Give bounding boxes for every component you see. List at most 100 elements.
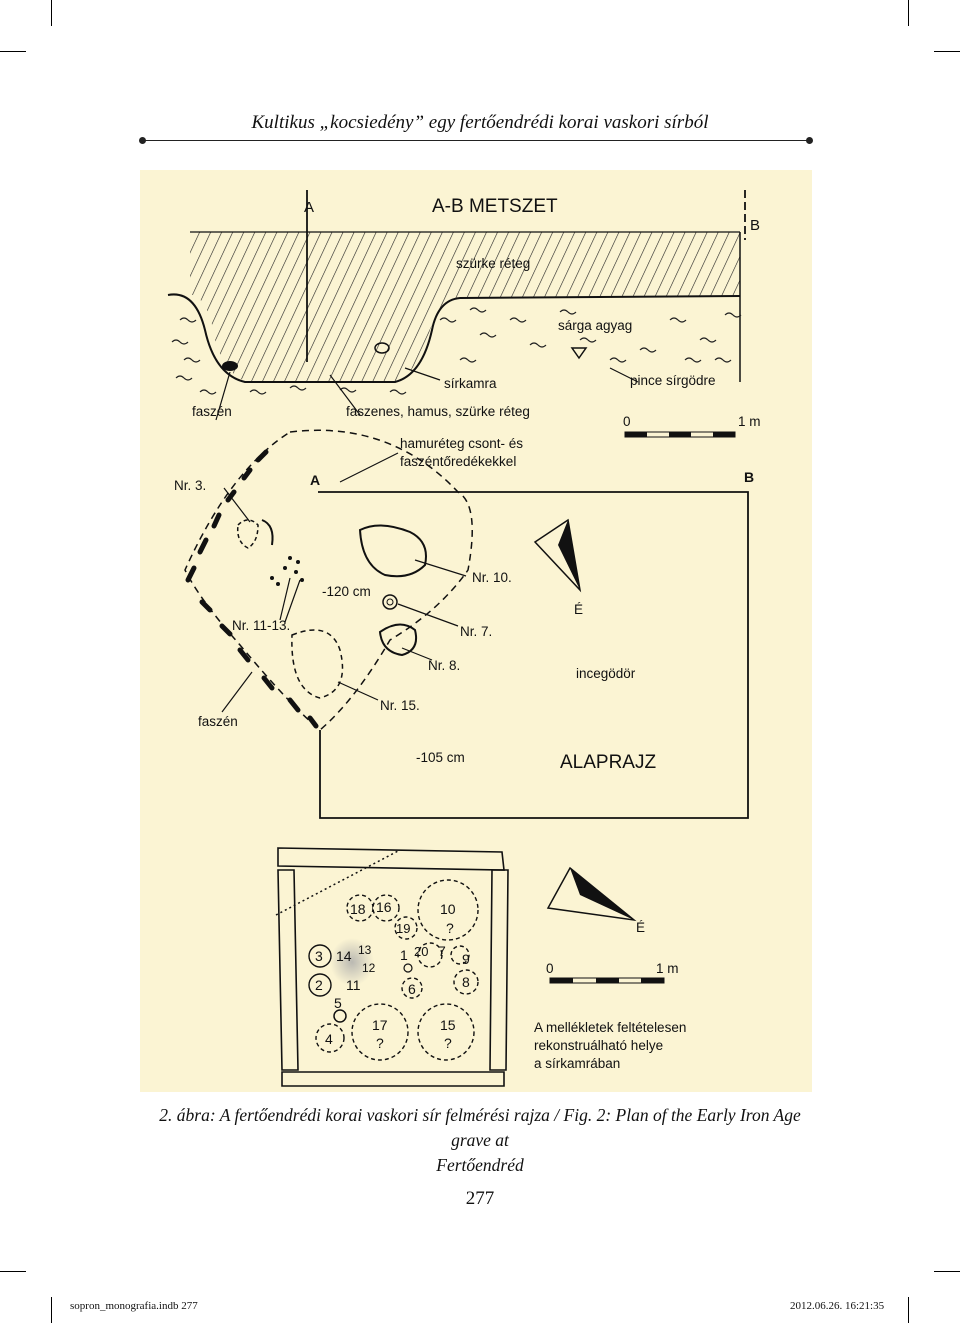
item-label: 20 [414, 944, 428, 959]
crop-mark [51, 0, 52, 26]
item-label: 1 [400, 947, 408, 963]
pot-nr7 [382, 594, 398, 610]
label-nr10: Nr. 10. [472, 570, 512, 585]
header-rule [142, 140, 810, 141]
reconstruction-north-arrow [546, 866, 637, 922]
item-label: 10 [440, 901, 456, 917]
item-label: ? [446, 920, 454, 936]
label-nr15: Nr. 15. [380, 698, 420, 713]
section-marker-b: B [750, 217, 760, 234]
reconstruction-scale-end: 1 m [656, 961, 679, 976]
item-label: 6 [408, 981, 416, 997]
plan-north-arrow [533, 518, 582, 593]
item-label: 7 [438, 943, 446, 959]
figure: A A-B METSZET B szürke réteg sárga agyag… [140, 170, 812, 1092]
caption-line-1: 2. ábra: A fertőendrédi korai vaskori sí… [159, 1105, 801, 1150]
reconstruction-drawing: 18 16 19 10 ? 3 14 13 12 1 20 7 9 8 2 11… [275, 847, 686, 1087]
section-scale-bar [624, 431, 736, 438]
item-label: 19 [396, 921, 410, 936]
crop-mark [0, 1271, 26, 1272]
plan-marker-b: B [744, 469, 754, 485]
label-nr3: Nr. 3. [174, 478, 206, 493]
figure-caption: 2. ábra: A fertőendrédi korai vaskori sí… [140, 1103, 820, 1178]
item-label: 3 [315, 948, 323, 964]
charcoal-wall-marks [185, 449, 319, 729]
item-circles [308, 879, 479, 1061]
item-small-ring [403, 963, 413, 973]
item-label: 9 [462, 951, 470, 967]
label-charcoal-layer: faszenes, hamus, szürke réteg [346, 404, 530, 419]
item-label: 15 [440, 1017, 456, 1033]
label-nr8: Nr. 8. [428, 658, 460, 673]
label-cellar-pit-plan: incegödör [576, 666, 636, 681]
crop-mark [934, 51, 960, 52]
caption-line-2: Fertőendréd [436, 1155, 524, 1175]
item-label: 13 [358, 943, 372, 957]
crop-mark [51, 1297, 52, 1323]
footer-timestamp: 2012.06.26. 16:21:35 [790, 1300, 885, 1312]
item-label: 14 [336, 948, 352, 964]
label-cellar-pit: pince sírgödre [630, 373, 716, 388]
leader-line [404, 367, 441, 381]
crop-mark [908, 0, 909, 26]
footer-file: sopron_monografia.indb 277 [70, 1300, 198, 1312]
crop-mark [908, 1297, 909, 1323]
pit-outline [167, 293, 741, 383]
reconstruction-note-line3: a sírkamrában [534, 1056, 620, 1071]
item-label: 2 [315, 977, 323, 993]
scale-start: 0 [623, 414, 631, 429]
page-number: 277 [465, 1188, 495, 1209]
label-charcoal-plan: faszén [198, 714, 238, 729]
label-nr7: Nr. 7. [460, 624, 492, 639]
bone-fragments [270, 556, 304, 586]
label-depth-105: -105 cm [416, 750, 465, 765]
reconstruction-north-label: É [636, 920, 645, 935]
item-label: 18 [350, 901, 366, 917]
pot-nr10 [358, 524, 427, 578]
label-ash-layer-1: hamuréteg csont- és [400, 436, 523, 451]
crop-mark [0, 51, 26, 52]
label-north: É [574, 602, 583, 617]
plan-marker-a: A [310, 472, 320, 488]
leader-line [609, 367, 639, 383]
shaded-area [330, 938, 374, 986]
section-marker-a: A [304, 199, 314, 216]
item-5-pot [333, 1009, 347, 1023]
label-grey-layer: szürke réteg [456, 256, 530, 271]
reconstruction-scale-bar [549, 977, 665, 984]
reconstruction-note-line2: rekonstruálható helye [534, 1038, 663, 1053]
dotted-line [275, 849, 401, 916]
charcoal-lump [222, 361, 238, 371]
section-title: A-B METSZET [432, 196, 558, 217]
plan-title: ALAPRAJZ [560, 752, 656, 773]
grey-layer-hatch [190, 232, 740, 382]
plan-drawing: Nr. 3. A B hamuréteg csont- és faszéntőr… [174, 429, 754, 819]
running-head: Kultikus „kocsiedény” egy fertőendrédi k… [251, 112, 709, 133]
item-label: 5 [334, 995, 342, 1011]
grave-chamber-outline [184, 429, 473, 731]
pot-nr3 [236, 519, 259, 549]
label-grave-chamber: sírkamra [444, 376, 497, 391]
item-label: 17 [372, 1017, 388, 1033]
plan-leaders [221, 452, 467, 713]
leader-line [329, 374, 361, 416]
header-rule-dot [806, 137, 813, 144]
reconstruction-note-line1: A mellékletek feltételesen [534, 1020, 686, 1035]
item-label: ? [444, 1035, 452, 1051]
reconstruction-scale-start: 0 [546, 961, 554, 976]
pot-nr8 [378, 623, 418, 657]
label-nr11-13: Nr. 11-13. [232, 618, 290, 633]
label-depth-120: -120 cm [322, 584, 371, 599]
pot-nr7-inner [386, 598, 394, 606]
timber-frame [277, 847, 509, 1087]
label-charcoal: faszén [192, 404, 232, 419]
item-label: 4 [325, 1031, 333, 1047]
item-label: 8 [462, 974, 470, 990]
scale-end: 1 m [738, 414, 761, 429]
item-label: ? [376, 1035, 384, 1051]
item-label: 12 [362, 961, 376, 975]
fragment [261, 519, 274, 546]
level-marker [570, 347, 588, 360]
leader-line [215, 371, 231, 421]
header-rule-dot [139, 137, 146, 144]
